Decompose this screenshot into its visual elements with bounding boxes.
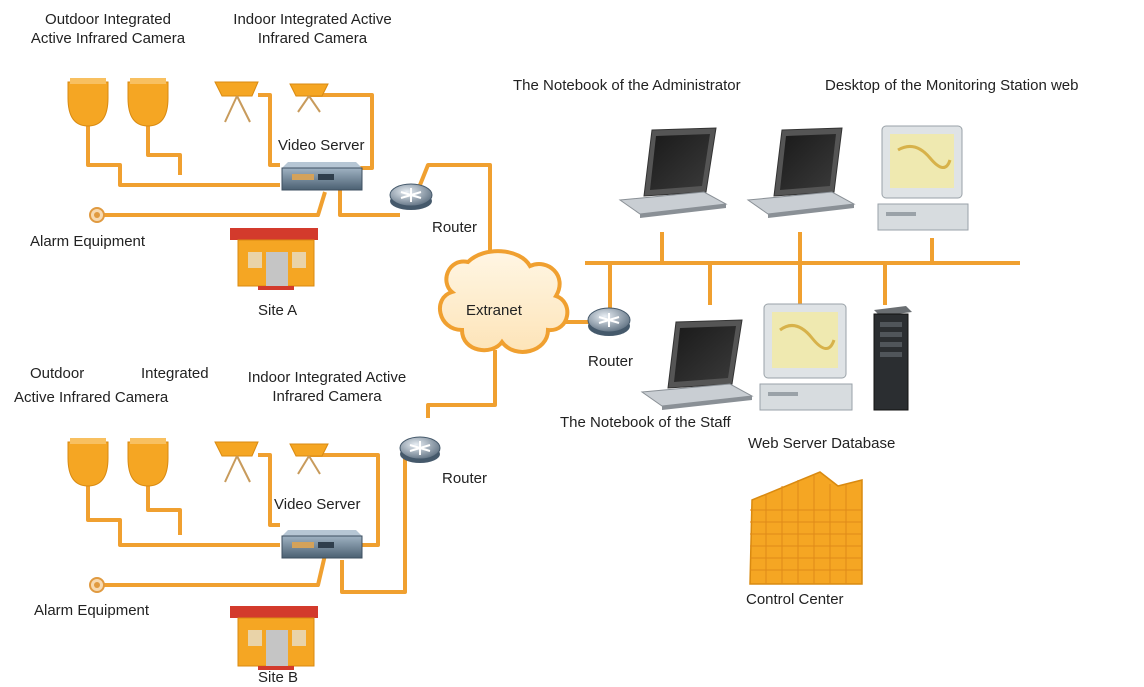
wire-b-extranet [426, 350, 497, 418]
router-icon-site-b [399, 436, 441, 463]
router-icon-site-a [389, 183, 433, 210]
dome-camera-icon [67, 438, 109, 487]
site-a-alarm-label: Alarm Equipment [30, 233, 146, 250]
building-icon [230, 606, 318, 670]
wire-b-cam1 [86, 478, 280, 547]
wire-a-extranet [416, 163, 492, 262]
wire-a-alarm [100, 191, 327, 217]
site-b-indoor-camera-label: Indoor Integrated Active Infrared Camera [247, 369, 407, 405]
laptop-icon [640, 319, 754, 410]
wire-a-router [338, 190, 400, 217]
router-icon-control [587, 307, 631, 336]
wire-b-cam4 [310, 453, 380, 547]
dome-camera-icon [127, 78, 169, 127]
server-computer-icon [759, 303, 853, 411]
site-b-outdoor-camera-label-word2: Integrated [141, 365, 209, 382]
site-a-indoor-camera-label: Indoor Integrated Active Infrared Camera [233, 11, 392, 47]
site-b-label: Site B [258, 669, 299, 686]
staff-notebook-label: The Notebook of the Staff [560, 414, 731, 431]
desktop-computer-icon [877, 125, 969, 231]
dome-camera-icon [127, 438, 169, 487]
monitoring-desktop-label: Desktop of the Monitoring Station web [825, 77, 1079, 94]
control-router-label: Router [588, 353, 634, 370]
control-center-building-icon [749, 471, 863, 585]
site-b-outdoor-camera-label-line2: Active Infrared Camera [14, 389, 169, 406]
building-icon [230, 228, 318, 290]
alarm-icon [89, 207, 105, 223]
video-server-icon [281, 162, 363, 191]
bullet-camera-icon [289, 443, 329, 475]
wire-a-cam3 [258, 93, 280, 167]
extranet-label: Extranet [466, 302, 522, 319]
database-server-icon [873, 306, 912, 411]
site-b-router-label: Router [442, 470, 488, 487]
wire-b-cam3 [258, 453, 280, 527]
laptop-icon [746, 127, 856, 218]
control-center-label: Control Center [746, 591, 844, 608]
video-server-icon [281, 530, 363, 559]
site-b-video-server-label: Video Server [274, 496, 361, 513]
site-b-alarm-label: Alarm Equipment [34, 602, 150, 619]
laptop-icon [618, 127, 728, 218]
wire-a-cam1 [86, 118, 280, 187]
site-a-outdoor-camera-label: Outdoor Integrated Active Infrared Camer… [30, 11, 186, 47]
admin-notebook-label: The Notebook of the Administrator [513, 77, 741, 94]
alarm-icon [89, 577, 105, 593]
extranet-cloud [438, 249, 570, 354]
bullet-camera-icon [214, 81, 259, 123]
wire-a-cam4 [310, 93, 374, 170]
site-a-video-server-label: Video Server [278, 137, 365, 154]
bullet-camera-icon [289, 83, 329, 113]
servers-label: Web Server Database [748, 435, 896, 452]
site-b-outdoor-camera-label-word1: Outdoor [30, 365, 85, 382]
wire-b-alarm [100, 554, 327, 587]
wire-b-cam2 [146, 478, 182, 535]
site-a-router-label: Router [432, 219, 478, 236]
dome-camera-icon [67, 78, 109, 127]
wire-a-cam2 [146, 118, 182, 175]
bullet-camera-icon [214, 441, 259, 483]
site-a-label: Site A [258, 302, 298, 319]
